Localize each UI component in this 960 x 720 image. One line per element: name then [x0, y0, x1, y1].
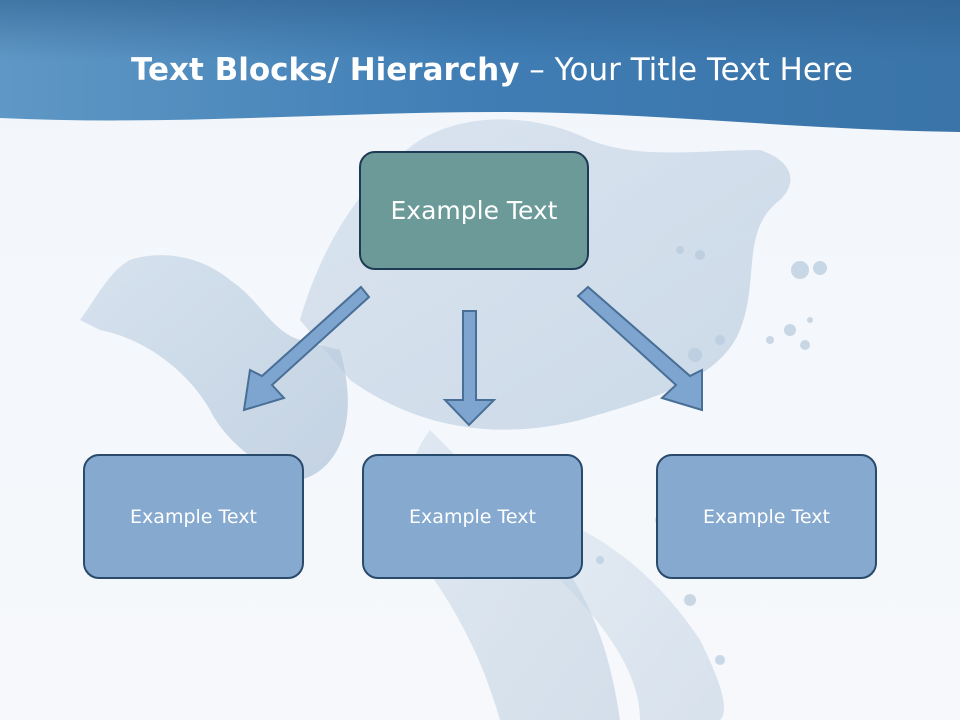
root-text-block[interactable]: Example Text — [359, 151, 589, 270]
child-text-block-2[interactable]: Example Text — [362, 454, 583, 579]
root-text-block-label: Example Text — [390, 196, 558, 225]
child-text-block-label: Example Text — [703, 505, 830, 528]
title-rest-part: – Your Title Text Here — [519, 52, 854, 88]
slide-title: Text Blocks/ Hierarchy – Your Title Text… — [0, 52, 960, 88]
child-text-block-1[interactable]: Example Text — [83, 454, 304, 579]
title-bold-part: Text Blocks/ Hierarchy — [130, 52, 520, 88]
child-text-block-label: Example Text — [409, 505, 536, 528]
header-band — [0, 0, 960, 132]
child-text-block-3[interactable]: Example Text — [656, 454, 877, 579]
child-text-block-label: Example Text — [130, 505, 257, 528]
